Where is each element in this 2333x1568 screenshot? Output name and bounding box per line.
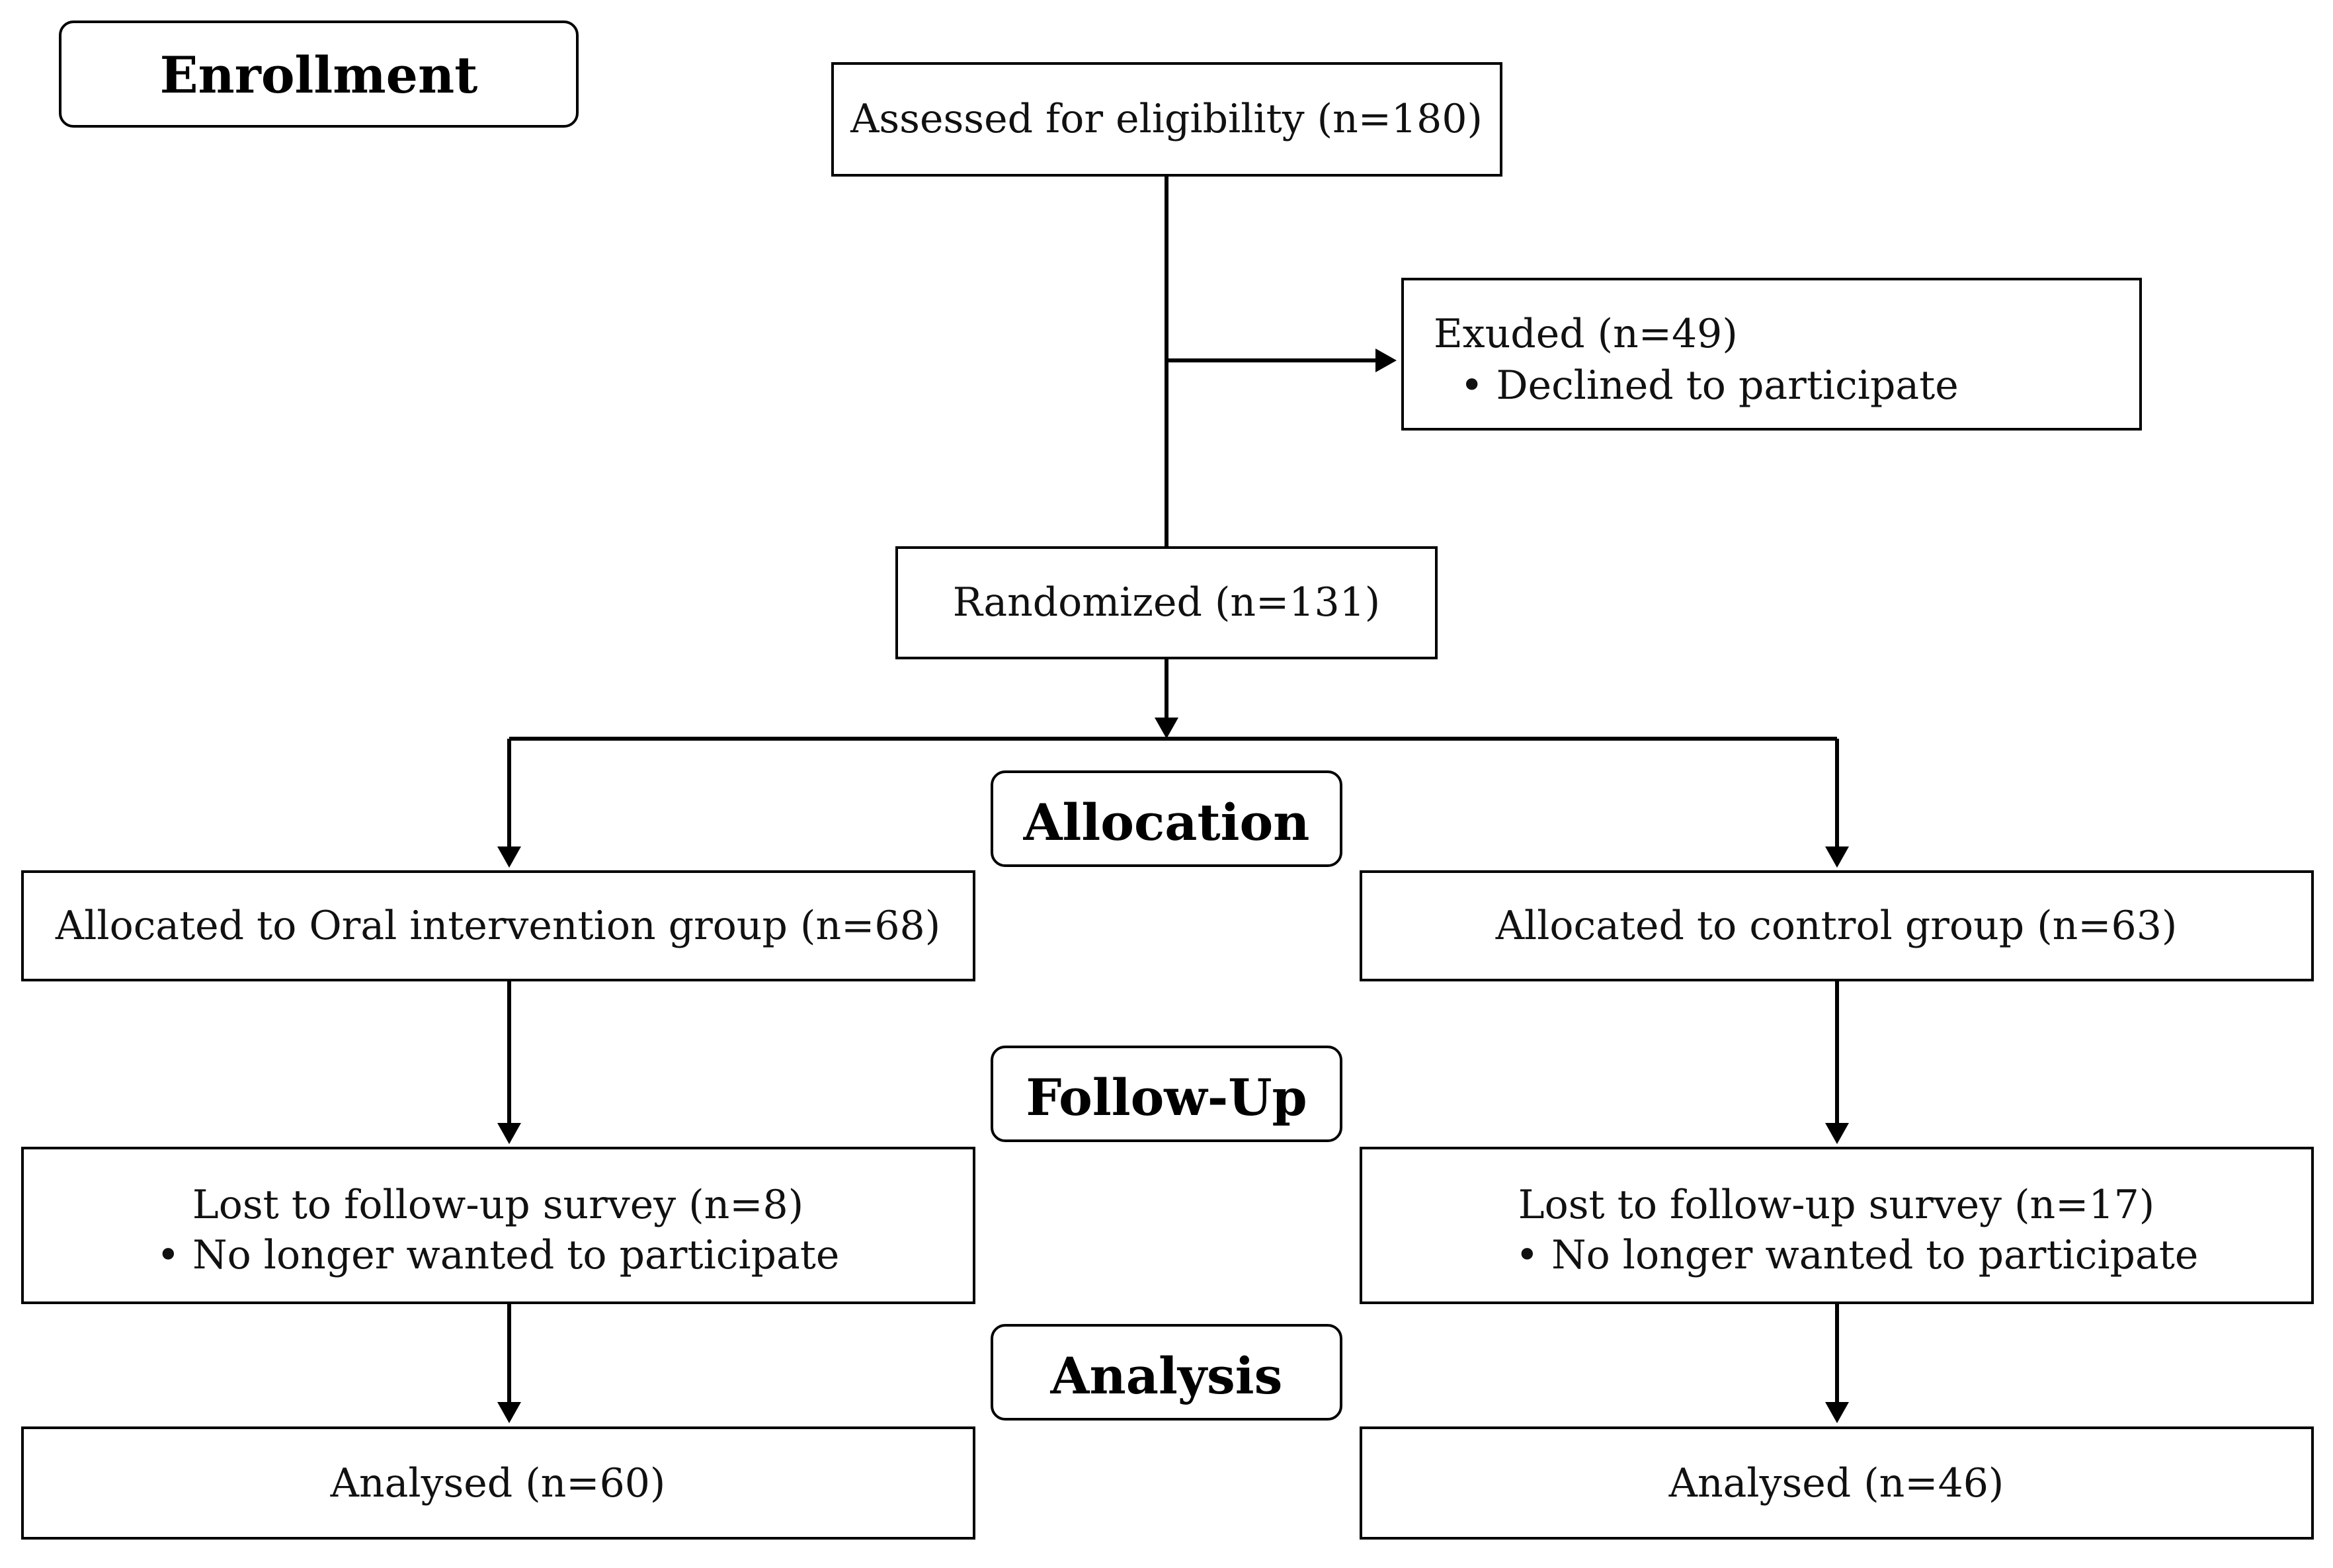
stage-analysis: Analysis	[991, 1324, 1342, 1421]
box-assessed-text: Assessed for eligibility (n=180)	[850, 96, 1483, 142]
arrowhead-allocated-oral	[497, 846, 521, 868]
box-analysed-control-text: Analysed (n=46)	[1668, 1460, 2004, 1506]
box-analysed-oral-text: Analysed (n=60)	[330, 1460, 666, 1506]
box-randomized-text: Randomized (n=131)	[953, 579, 1380, 626]
box-randomized: Randomized (n=131)	[895, 546, 1438, 659]
box-excluded-reason: • Declined to participate	[1460, 362, 1959, 409]
box-allocated-control: Allocated to control group (n=63)	[1360, 870, 2314, 981]
box-lost-oral-title: Lost to follow-up survey (n=8)	[192, 1182, 803, 1228]
stage-analysis-label: Analysis	[1050, 1346, 1283, 1405]
stage-allocation: Allocation	[991, 770, 1342, 867]
arrowhead-lost-oral	[497, 1123, 521, 1144]
stage-enrollment-label: Enrollment	[160, 46, 478, 104]
box-excluded-title: Exuded (n=49)	[1434, 311, 1738, 357]
box-analysed-control: Analysed (n=46)	[1360, 1426, 2314, 1540]
box-excluded: Exuded (n=49) • Declined to participate	[1401, 278, 2142, 431]
stage-enrollment: Enrollment	[59, 21, 579, 128]
arrowhead-allocated-control	[1825, 846, 1849, 868]
box-lost-oral: Lost to follow-up survey (n=8) • No long…	[21, 1147, 975, 1304]
box-allocated-oral: Allocated to Oral intervention group (n=…	[21, 870, 975, 981]
box-lost-control: Lost to follow-up survey (n=17) • No lon…	[1360, 1147, 2314, 1304]
connectors	[497, 175, 1849, 1423]
box-lost-control-reason: • No longer wanted to participate	[1516, 1232, 2199, 1278]
box-analysed-oral: Analysed (n=60)	[21, 1426, 975, 1540]
box-allocated-oral-text: Allocated to Oral intervention group (n=…	[55, 903, 940, 949]
box-allocated-control-text: Allocated to control group (n=63)	[1495, 903, 2178, 949]
stage-follow-up-label: Follow-Up	[1026, 1068, 1307, 1127]
box-lost-oral-reason: • No longer wanted to participate	[157, 1232, 840, 1278]
arrowhead-analysed-control	[1825, 1402, 1849, 1423]
arrowhead-excluded	[1375, 349, 1397, 372]
arrowhead-analysed-oral	[497, 1402, 521, 1423]
arrowhead-split	[1155, 718, 1178, 739]
arrowhead-lost-control	[1825, 1123, 1849, 1144]
box-lost-control-title: Lost to follow-up survey (n=17)	[1518, 1182, 2154, 1228]
stage-allocation-label: Allocation	[1023, 793, 1310, 852]
box-assessed: Assessed for eligibility (n=180)	[831, 62, 1502, 177]
stage-follow-up: Follow-Up	[991, 1046, 1342, 1142]
